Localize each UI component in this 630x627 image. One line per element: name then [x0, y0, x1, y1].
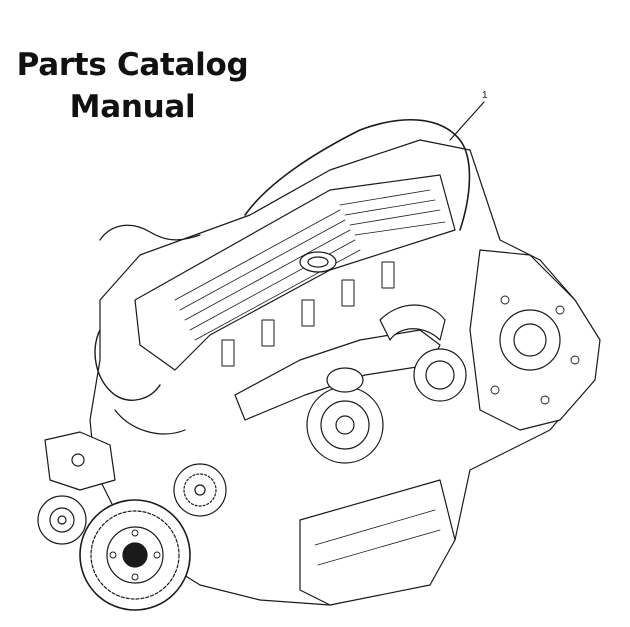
oil-filler-cap	[299, 251, 337, 273]
compressor-housing	[413, 348, 467, 402]
title-line-1: Parts Catalog	[16, 47, 249, 83]
coolant-pipe	[94, 329, 161, 401]
callout-leader	[449, 101, 485, 141]
turbo-outlet	[326, 367, 364, 393]
coolant-pipe-2	[114, 409, 186, 435]
oil-pan	[299, 479, 456, 606]
alternator-pulley	[37, 495, 87, 545]
idler-pulley	[173, 463, 227, 517]
title-line-2: Manual	[69, 89, 196, 125]
wiring-harness	[244, 118, 471, 231]
front-mount-bracket	[44, 431, 116, 491]
valve-cover-ribs	[174, 189, 446, 341]
intake-pipe	[379, 304, 446, 341]
flywheel-housing	[469, 249, 601, 431]
flywheel-bolts	[490, 295, 580, 405]
turbocharger	[306, 386, 384, 464]
callout-number: 1	[482, 90, 488, 101]
page-title: Parts Catalog Manual	[0, 44, 265, 128]
fan-hub-bolts	[109, 529, 161, 581]
injector-row	[221, 261, 395, 367]
wiring-harness-lower	[99, 224, 201, 241]
